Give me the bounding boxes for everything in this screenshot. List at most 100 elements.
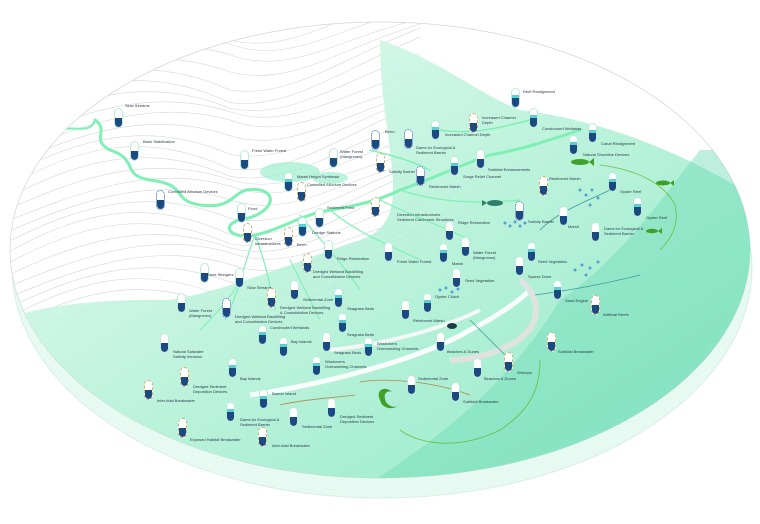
strategy-marker-icon[interactable] (226, 402, 235, 422)
strategy-marker-icon[interactable] (279, 337, 288, 357)
strategy-marker-icon[interactable] (259, 389, 268, 409)
strategy-marker-icon[interactable] (515, 201, 524, 221)
strategy-marker-icon[interactable] (452, 268, 461, 288)
water-level-fill (325, 249, 332, 259)
strategy-marker-icon[interactable] (527, 242, 536, 262)
strategy-label: Increased Channel Depth (445, 132, 491, 137)
contour-line (10, 102, 421, 192)
strategy-marker-icon[interactable] (431, 120, 440, 140)
strategy-marker-icon[interactable] (178, 418, 187, 438)
strategy-marker-icon[interactable] (476, 149, 485, 169)
strategy-marker-icon[interactable] (416, 166, 425, 186)
strategy-marker-icon[interactable] (312, 356, 321, 376)
water-level-fill (179, 427, 186, 437)
strategy-label: Fresh Water Forest (397, 259, 432, 264)
strategy-marker-icon[interactable] (384, 242, 393, 262)
strategy-marker-icon[interactable] (504, 352, 513, 372)
strategy-label: Oyster Clutch (435, 294, 460, 299)
strategy-marker-icon[interactable] (450, 156, 459, 176)
strategy-marker-icon[interactable] (258, 427, 267, 447)
strategy-marker-icon[interactable] (371, 197, 380, 217)
strategy-marker-icon[interactable] (338, 313, 347, 333)
strategy-marker-icon[interactable] (423, 293, 432, 313)
strategy-marker-icon[interactable] (303, 253, 312, 273)
water-level-fill (236, 277, 243, 287)
strategy-marker-icon[interactable] (559, 206, 568, 226)
strategy-marker-icon[interactable] (156, 190, 165, 210)
strategy-marker-icon[interactable] (334, 288, 343, 308)
strategy-marker-icon[interactable] (324, 240, 333, 260)
water-level-fill (548, 341, 555, 351)
strategy-marker-icon[interactable] (267, 288, 276, 308)
strategy-marker-icon[interactable] (114, 108, 123, 128)
strategy-label: Bank Stabilization (143, 139, 175, 144)
strategy-marker-icon[interactable] (511, 88, 520, 108)
strategy-marker-icon[interactable] (591, 222, 600, 242)
strategy-marker-icon[interactable] (284, 172, 293, 192)
water-level-fill (377, 162, 384, 172)
water-level-fill (328, 407, 335, 417)
water-level-fill (451, 165, 458, 175)
strategy-marker-icon[interactable] (289, 407, 298, 427)
strategy-marker-icon[interactable] (407, 375, 416, 395)
strategy-marker-icon[interactable] (445, 221, 454, 241)
strategy-marker-icon[interactable] (290, 280, 299, 300)
strategy-marker-icon[interactable] (439, 243, 448, 263)
strategy-marker-icon[interactable] (591, 295, 600, 315)
strategy-label: Dredged Sediment Deposition Devices (340, 414, 375, 424)
strategy-marker-icon[interactable] (569, 135, 578, 155)
strategy-marker-icon[interactable] (451, 382, 460, 402)
strategy-marker-icon[interactable] (539, 176, 548, 196)
strategy-label: Water Forest (Mangroves) (189, 308, 212, 318)
strategy-marker-icon[interactable] (177, 293, 186, 313)
strategy-marker-icon[interactable] (200, 263, 209, 283)
water-level-fill (592, 231, 599, 241)
strategy-marker-icon[interactable] (608, 172, 617, 192)
strategy-marker-icon[interactable] (284, 227, 293, 247)
strategy-marker-icon[interactable] (222, 298, 231, 318)
strategy-marker-icon[interactable] (228, 358, 237, 378)
strategy-marker-icon[interactable] (633, 197, 642, 217)
strategy-marker-icon[interactable] (401, 300, 410, 320)
strategy-marker-icon[interactable] (322, 332, 331, 352)
strategy-marker-icon[interactable] (329, 148, 338, 168)
strategy-marker-icon[interactable] (553, 280, 562, 300)
strategy-marker-icon[interactable] (327, 398, 336, 418)
strategy-marker-icon[interactable] (243, 223, 252, 243)
strategy-marker-icon[interactable] (371, 130, 380, 150)
strategy-marker-icon[interactable] (515, 256, 524, 276)
water-level-fill (131, 150, 138, 160)
strategy-marker-icon[interactable] (461, 237, 470, 257)
strategy-label: Dams for Ecological & Sediment Barrier (416, 145, 456, 155)
strategy-marker-icon[interactable] (160, 333, 169, 353)
water-band (260, 396, 267, 399)
strategy-marker-icon[interactable] (315, 208, 324, 228)
strategy-marker-icon[interactable] (529, 108, 538, 128)
water-level-fill (304, 262, 311, 272)
strategy-marker-icon[interactable] (364, 337, 373, 357)
strategy-label: Surge Relief Channel (463, 174, 502, 179)
strategy-marker-icon[interactable] (404, 129, 413, 149)
strategy-marker-icon[interactable] (547, 332, 556, 352)
water-level-fill (462, 246, 469, 256)
water-band (259, 332, 266, 335)
strategy-marker-icon[interactable] (376, 153, 385, 173)
strategy-marker-icon[interactable] (436, 332, 445, 352)
strategy-marker-icon[interactable] (297, 182, 306, 202)
strategy-marker-icon[interactable] (237, 203, 246, 223)
strategy-label: Dredged Sediment Deposition Devices (193, 384, 228, 394)
strategy-marker-icon[interactable] (473, 358, 482, 378)
contour-line (10, 95, 421, 181)
strategy-marker-icon[interactable] (240, 150, 249, 170)
strategy-marker-icon[interactable] (469, 113, 478, 133)
strategy-marker-icon[interactable] (130, 141, 139, 161)
strategy-marker-icon[interactable] (235, 268, 244, 288)
water-level-fill (280, 346, 287, 356)
strategy-marker-icon[interactable] (298, 217, 307, 237)
strategy-label: Dams for Ecological & Sediment Barrier (240, 417, 280, 427)
strategy-marker-icon[interactable] (258, 325, 267, 345)
strategy-marker-icon[interactable] (144, 380, 153, 400)
strategy-marker-icon[interactable] (180, 367, 189, 387)
strategy-marker-icon[interactable] (588, 123, 597, 143)
